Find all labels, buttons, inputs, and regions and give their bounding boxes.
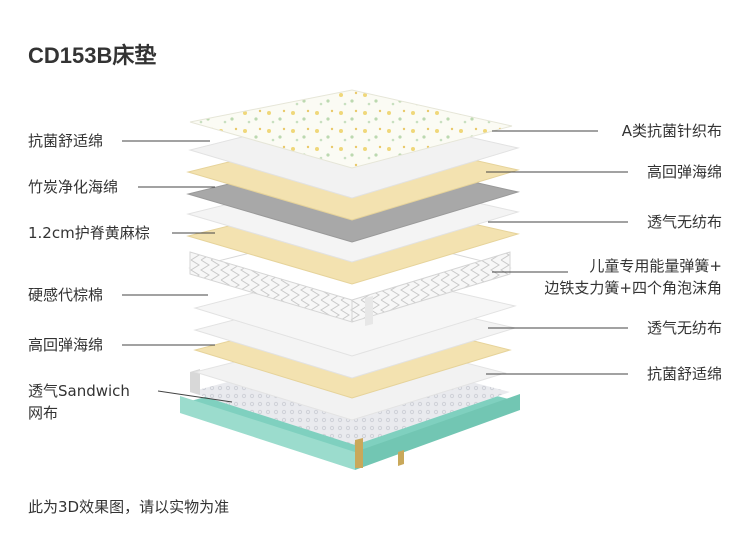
page-title: CD153B床垫 [28, 43, 157, 68]
leader-lines-left [122, 140, 233, 403]
label-sandwich-mesh-line1: 透气Sandwich [28, 382, 130, 400]
label-bamboo-charcoal-foam: 竹炭净化海绵 [28, 178, 119, 196]
label-jute-palm: 1.2cm护脊黄麻棕 [28, 224, 150, 242]
label-antibacterial-knit-fabric: A类抗菌针织布 [621, 122, 722, 140]
mesh-side-right [355, 394, 520, 470]
label-antibacterial-comfort-foam: 抗菌舒适绵 [28, 132, 104, 150]
label-high-resilience-foam-right: 高回弹海绵 [646, 163, 722, 181]
layer-antibacterial-knit-fabric [189, 89, 513, 169]
label-breathable-nonwoven-upper: 透气无纺布 [646, 213, 722, 231]
label-antibacterial-comfort-foam-right: 抗菌舒适绵 [646, 365, 722, 383]
leader-lines-right [486, 130, 628, 375]
label-high-resilience-foam-left: 高回弹海绵 [28, 336, 104, 354]
label-spring-unit-line2: 边铁支力簧+四个角泡沫角 [544, 279, 722, 297]
label-hard-palm-cotton: 硬感代棕棉 [28, 286, 104, 304]
mesh-side-left [180, 396, 355, 470]
label-breathable-nonwoven-lower: 透气无纺布 [646, 319, 722, 337]
foam-corner-right [398, 450, 404, 466]
footnote: 此为3D效果图，请以实物为准 [28, 498, 230, 516]
foam-corner-spring [365, 296, 373, 326]
label-sandwich-mesh-line2: 网布 [28, 404, 59, 422]
foam-corner-front [355, 438, 363, 468]
label-spring-unit-line1: 儿童专用能量弹簧+ [589, 257, 722, 275]
